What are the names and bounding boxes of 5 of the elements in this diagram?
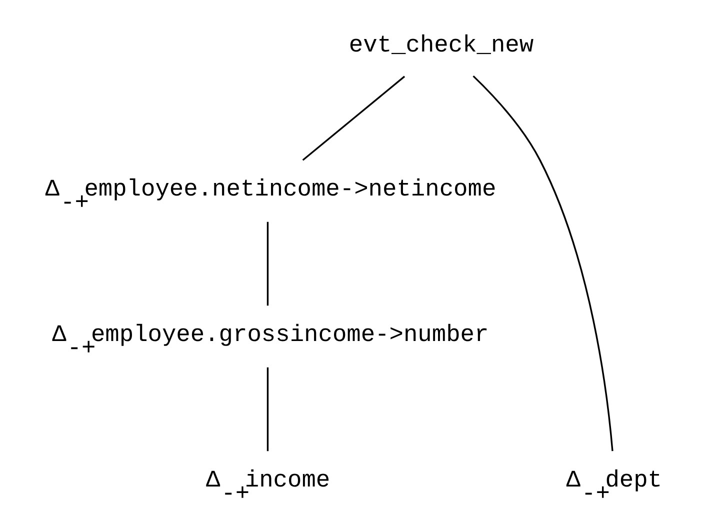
connector (472, 75, 614, 452)
node-text: evt_check_new (348, 32, 534, 60)
connector (266, 222, 269, 306)
connector (302, 76, 406, 161)
connector (266, 367, 269, 452)
